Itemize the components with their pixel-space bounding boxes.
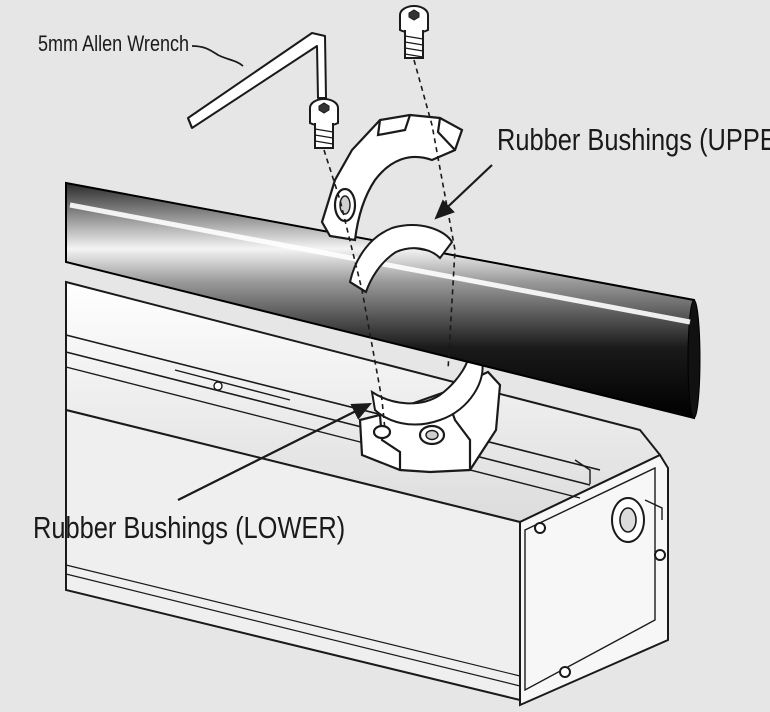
bolt-left — [309, 98, 339, 149]
upper-bushing — [348, 224, 454, 294]
lower-bushings-label: Rubber Bushings (LOWER) — [33, 510, 346, 545]
bolt-right — [399, 5, 429, 59]
upper-clamp — [320, 113, 464, 242]
lower-bushing-arrow — [177, 403, 372, 501]
upper-bushing-arrow — [434, 164, 493, 220]
allen-wrench — [187, 32, 327, 129]
rail-housing — [65, 280, 669, 707]
wrench-leader-line — [191, 45, 244, 67]
assembly-guide-lines — [323, 59, 456, 431]
upper-bushings-label: Rubber Bushings (UPPER) — [497, 122, 770, 157]
allen-wrench-label: 5mm Allen Wrench — [38, 31, 190, 56]
